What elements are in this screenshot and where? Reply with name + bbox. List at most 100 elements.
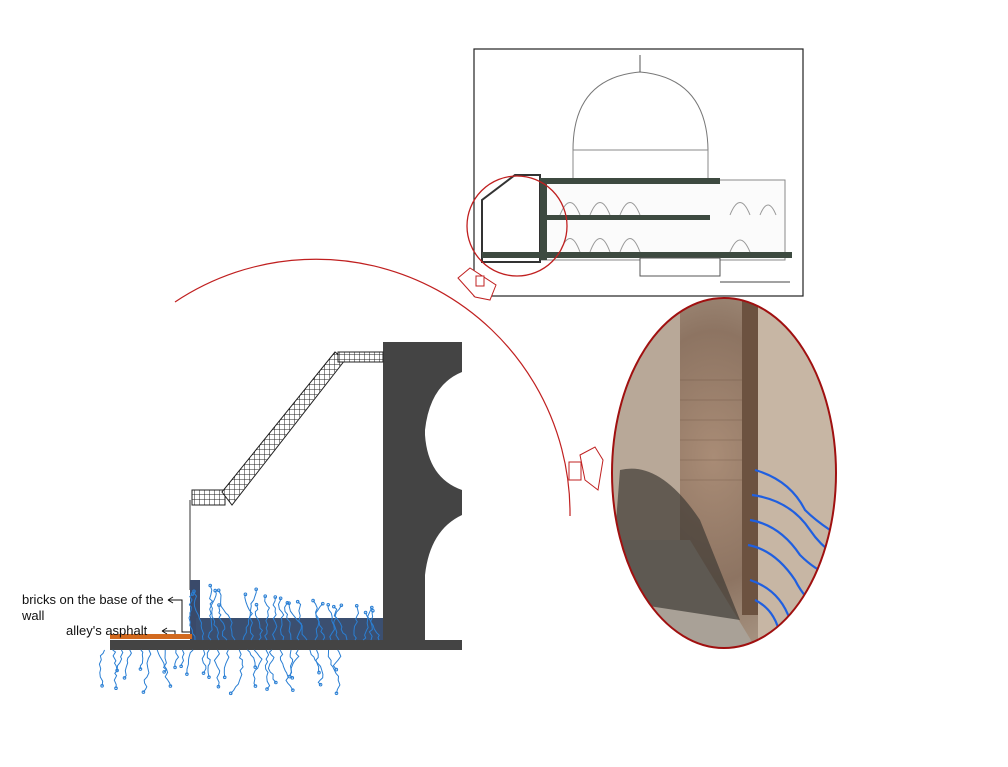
moisture-drop (332, 604, 336, 609)
moisture-squiggle (207, 590, 217, 641)
moisture-squiggle (327, 649, 341, 694)
moisture-drop (190, 592, 195, 596)
moisture-drop (291, 688, 295, 692)
moisture-squiggle (272, 597, 278, 641)
moisture-drop (243, 592, 248, 597)
moisture-drop (326, 602, 331, 607)
moisture-drop (290, 676, 295, 680)
moisture-drop (100, 683, 104, 688)
moisture-drop (263, 594, 268, 599)
moisture-squiggle (112, 649, 118, 689)
moisture-drop (173, 665, 177, 670)
moisture-drop (285, 601, 290, 605)
moisture-drop (278, 596, 283, 601)
moisture-drop (371, 608, 375, 613)
moisture-squiggle (139, 649, 144, 669)
moisture-squiggle (218, 605, 228, 641)
moisture-squiggle (244, 594, 254, 641)
asphalt-layer (110, 634, 192, 639)
moisture-drop (213, 588, 217, 593)
asphalt-label: alley's asphalt (66, 623, 148, 638)
moisture-squiggle (213, 649, 221, 687)
moisture-squiggle (315, 649, 320, 673)
moisture-drop (216, 684, 221, 689)
moisture-drop (192, 589, 196, 594)
moisture-squiggle (186, 649, 194, 675)
moisture-squiggle (362, 607, 373, 641)
moisture-squiggle (296, 601, 303, 641)
moisture-drop (185, 672, 189, 676)
moisture-drop (274, 680, 278, 685)
moisture-drop (179, 664, 183, 669)
moisture-squiggle (143, 649, 152, 693)
moisture-squiggle (332, 649, 342, 670)
base-bricks (190, 580, 200, 640)
moisture-squiggle (370, 610, 380, 641)
moisture-squiggle (334, 605, 348, 641)
moisture-squiggle (174, 649, 180, 668)
moisture-drop (339, 603, 344, 608)
moisture-drop (254, 587, 258, 592)
moisture-squiggle (201, 649, 207, 674)
moisture-drop (208, 583, 213, 588)
moisture-drop (334, 667, 339, 672)
moisture-squiggle (180, 649, 185, 667)
moisture-squiggle (98, 649, 106, 686)
moisture-drop (287, 674, 292, 679)
moisture-squiggle (156, 649, 171, 687)
moisture-squiggles (98, 583, 380, 696)
moisture-squiggle (327, 604, 335, 641)
moisture-drop (369, 605, 374, 610)
moisture-drop (311, 598, 315, 603)
moisture-squiggle (284, 602, 292, 641)
moisture-drop (273, 595, 278, 599)
moisture-squiggle (242, 589, 257, 641)
moisture-drop (253, 665, 258, 669)
moisture-squiggle (252, 649, 263, 687)
moisture-squiggle (264, 649, 271, 690)
highlight-circle (466, 175, 568, 277)
moisture-drop (222, 675, 227, 680)
moisture-drop (115, 668, 119, 673)
mosque-section-drawing (466, 48, 804, 297)
moisture-drop (318, 682, 323, 687)
moisture-squiggle (289, 649, 300, 677)
moisture-drop (162, 670, 166, 674)
moisture-drop (295, 599, 300, 604)
bricks-label: bricks on the base of the wall (22, 592, 164, 623)
moisture-drop (265, 687, 269, 691)
moisture-squiggle (193, 591, 205, 641)
moisture-squiggle (209, 585, 220, 641)
moisture-squiggle (116, 649, 124, 671)
moisture-squiggle (264, 596, 271, 641)
moisture-drop (216, 588, 221, 593)
moisture-squiggle (277, 598, 285, 641)
moisture-drop (253, 684, 258, 688)
moisture-drop (228, 691, 233, 696)
moisture-squiggle (315, 603, 326, 641)
moisture-squiggle (124, 649, 132, 679)
magnify-arrow-icon (568, 446, 604, 491)
moisture-squiggle (309, 649, 324, 686)
magnify-arrow-icon (457, 267, 497, 301)
moisture-squiggle (288, 603, 308, 641)
zoom-arc (174, 258, 571, 517)
moisture-squiggle (230, 649, 244, 694)
moisture-drop (138, 667, 143, 671)
moisture-drop (114, 686, 118, 691)
moisture-drop (122, 676, 127, 680)
moisture-squiggle (162, 649, 168, 673)
moisture-squiggle (279, 649, 294, 691)
moisture-drop (217, 603, 221, 607)
moisture-squiggle (223, 649, 230, 678)
moisture-drop (201, 671, 206, 675)
moisture-drop (168, 684, 173, 688)
moisture-squiggle (247, 649, 256, 668)
moisture-squiggle (333, 606, 340, 641)
moisture-drop (334, 691, 339, 696)
moisture-drop (207, 675, 211, 679)
moisture-drop (354, 603, 359, 608)
moisture-drop (320, 601, 325, 606)
moisture-squiggle (218, 590, 236, 641)
